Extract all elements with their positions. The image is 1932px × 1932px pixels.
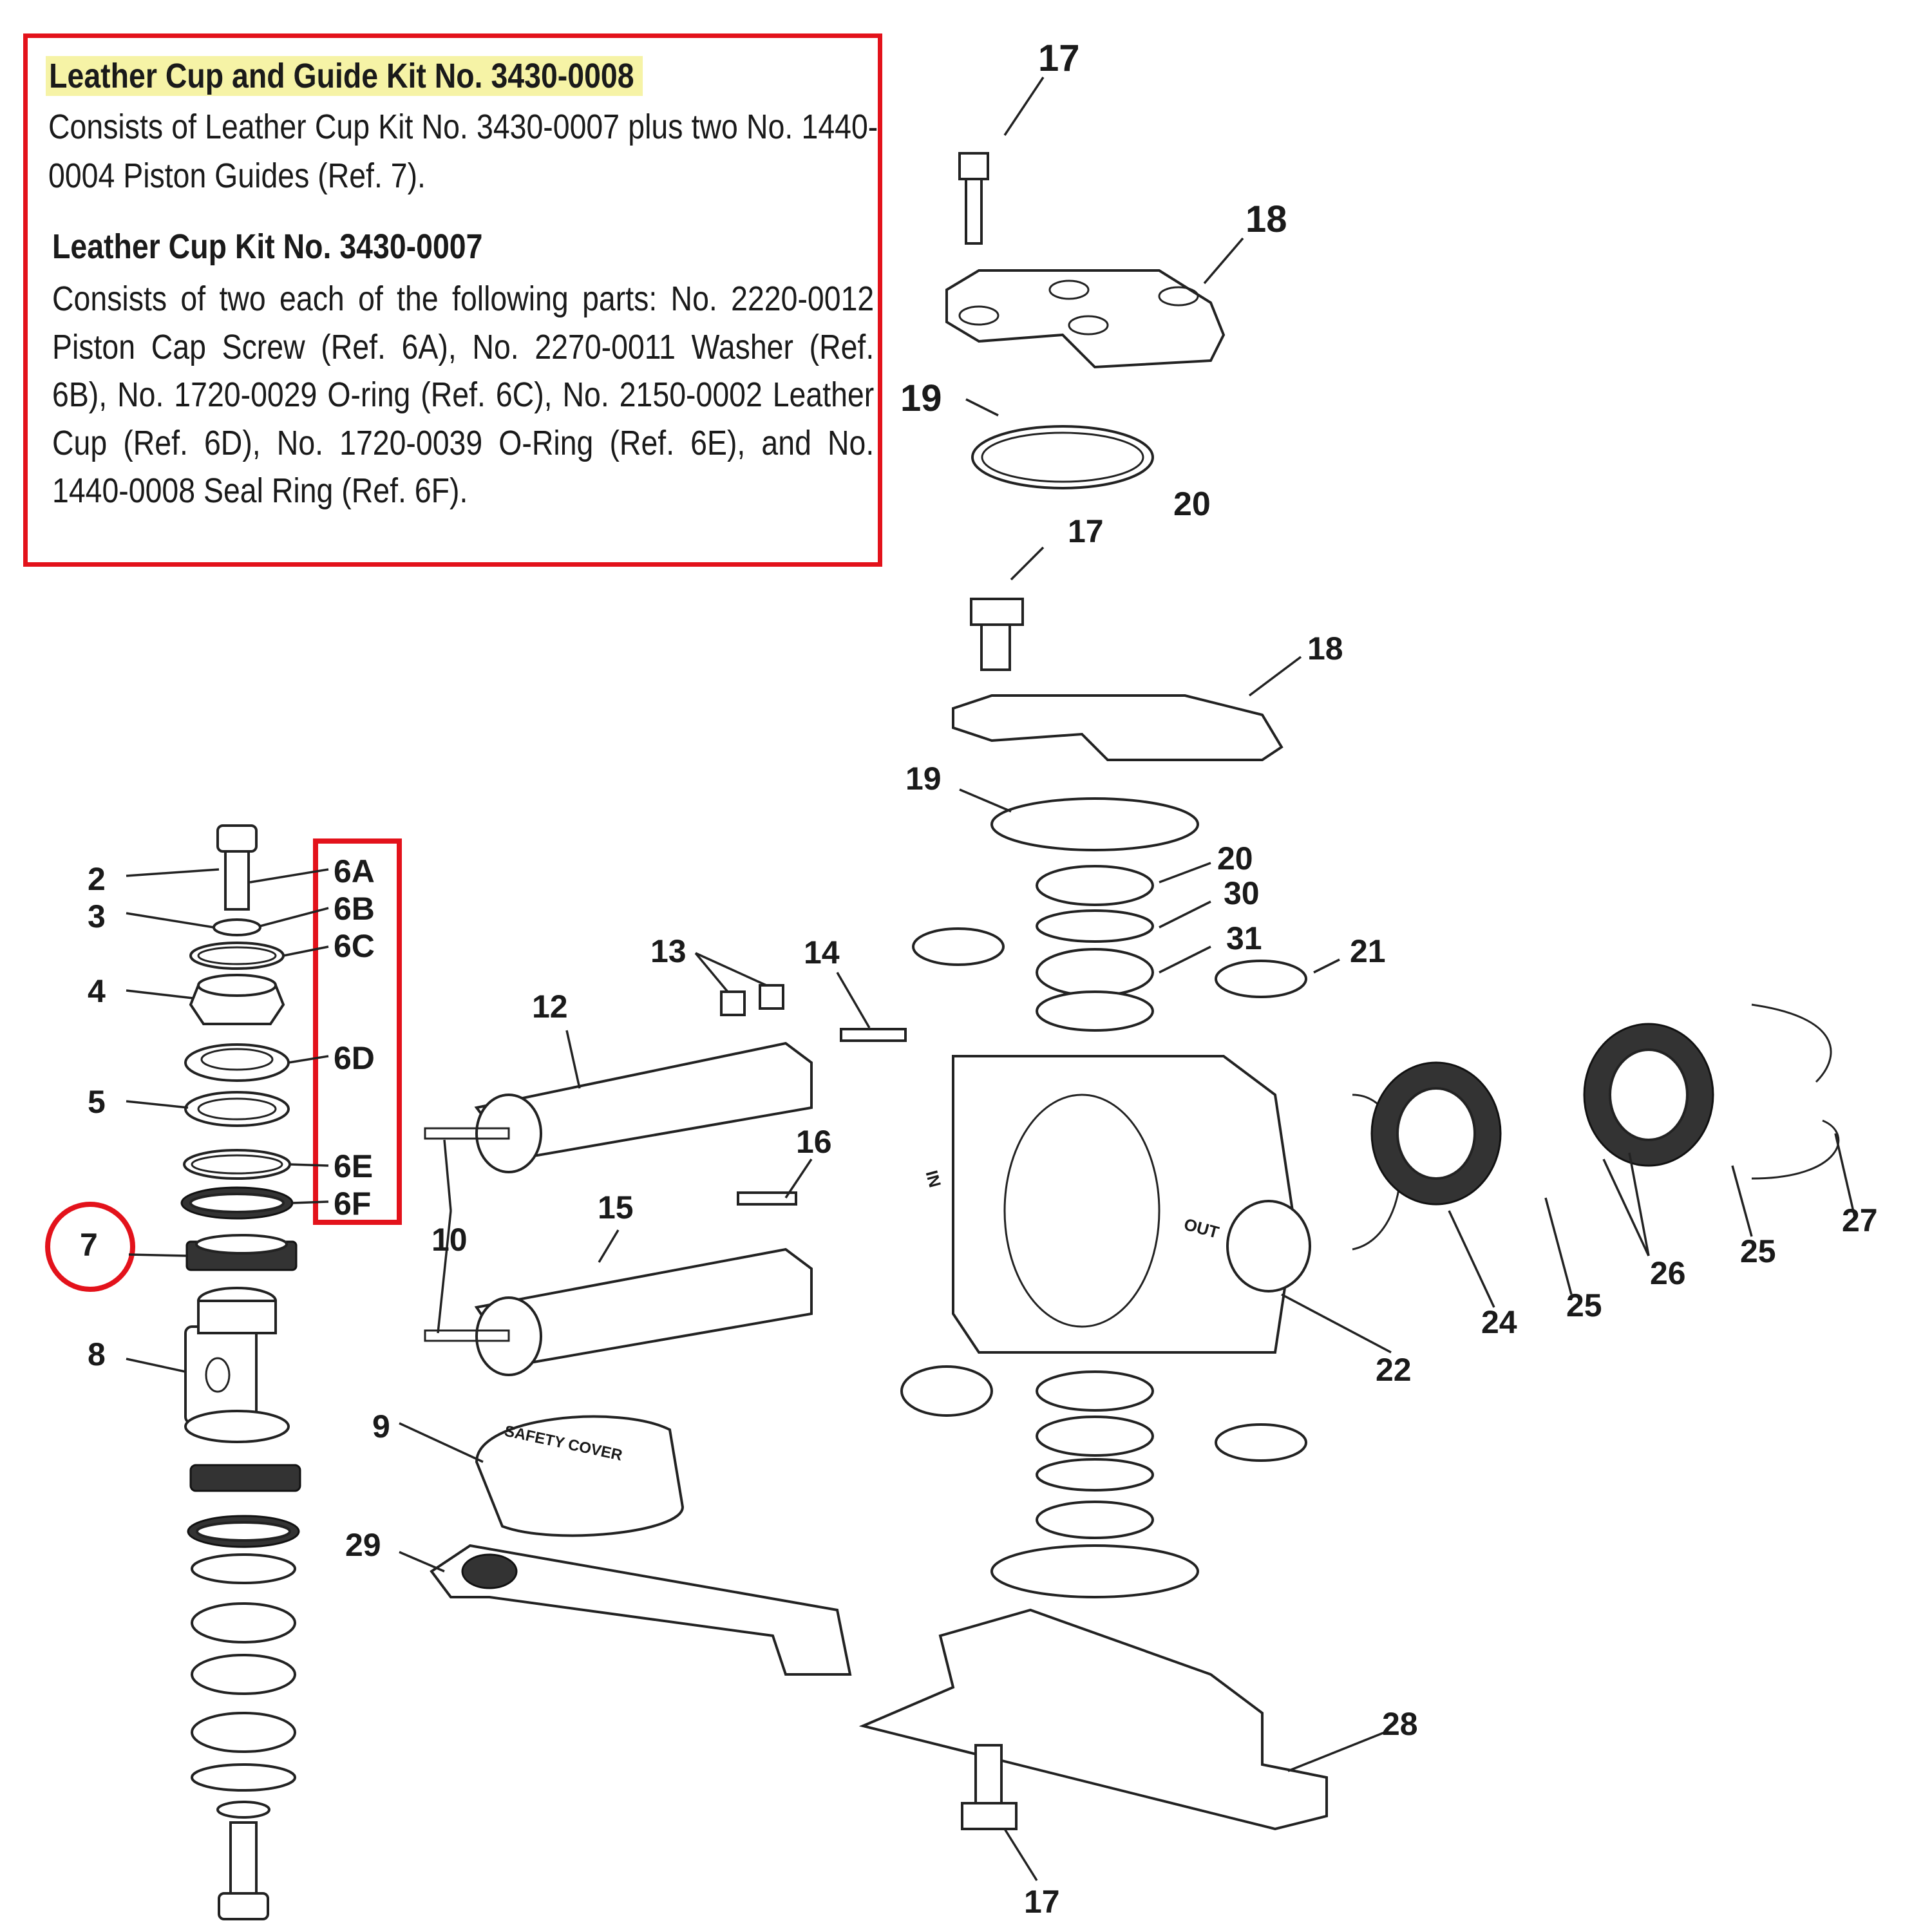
callout-12: 12 [532, 989, 568, 1025]
clip-27 [1751, 1003, 1840, 1180]
callout-19-top: 19 [900, 377, 942, 419]
mounting-bracket [430, 1544, 852, 1676]
safety-cover [475, 1415, 685, 1537]
cylinder-cap-plate [952, 694, 1283, 761]
callout-22: 22 [1376, 1352, 1412, 1388]
callout-30: 30 [1224, 875, 1260, 911]
kit-3430-0007-title: Leather Cup Kit No. 3430-0007 [52, 227, 483, 266]
callout-7: 7 [80, 1227, 98, 1263]
ref-7-highlight-circle [45, 1202, 135, 1292]
callout-13: 13 [650, 933, 687, 969]
kit-description-box: Leather Cup and Guide Kit No. 3430-0008 … [23, 33, 882, 567]
valve-upper-left [912, 927, 1005, 966]
callout-25-b: 25 [1740, 1233, 1776, 1269]
pump-housing-parts [858, 598, 1840, 1831]
kit-parts-highlight-box [313, 838, 402, 1225]
shafts [424, 984, 907, 1676]
piston-body [184, 1091, 290, 1127]
callout-14: 14 [804, 934, 840, 971]
callout-25-a: 25 [1566, 1287, 1602, 1323]
washer [213, 918, 261, 936]
callout-28: 28 [1382, 1706, 1418, 1742]
kit-ref-labels: 6A 6B 6C 6D 6E 6F [334, 853, 375, 1222]
kit-label-6a: 6A [334, 853, 375, 889]
callout-10: 10 [431, 1222, 468, 1258]
callout-29: 29 [345, 1527, 381, 1563]
callout-15: 15 [598, 1189, 634, 1226]
callout-18-top: 18 [1245, 198, 1287, 240]
callout-20-top: 20 [1173, 486, 1211, 523]
port-in-text: IN [922, 1168, 945, 1189]
cap-screw-head [216, 824, 258, 853]
callout-2: 2 [88, 861, 106, 897]
base-plate [858, 1608, 1328, 1831]
key-13a [720, 990, 746, 1016]
callout-17-top: 17 [1038, 37, 1080, 79]
bolt-head [958, 152, 989, 180]
key-13b [759, 984, 784, 1010]
kit-3430-0007-description: Consists of two each of the following pa… [52, 279, 875, 510]
kit-label-6c: 6C [334, 928, 375, 964]
callout-26: 26 [1650, 1255, 1686, 1291]
cap-plate [945, 269, 1226, 369]
callout-labels: 2 3 4 5 7 8 9 10 12 13 14 15 16 17 17 17… [80, 37, 1878, 1920]
callout-21: 21 [1350, 933, 1386, 969]
kit-label-6f: 6F [334, 1186, 371, 1222]
kit-3430-0008-description: Consists of Leather Cup Kit No. 3430-000… [48, 108, 878, 195]
piston-stack-parts [180, 824, 301, 1920]
callout-24: 24 [1481, 1304, 1517, 1340]
o-ring [971, 425, 1154, 489]
callout-9: 9 [372, 1408, 390, 1444]
kit-label-6d: 6D [334, 1040, 375, 1076]
leader-lines [126, 546, 1856, 1881]
callout-27: 27 [1842, 1202, 1878, 1238]
valve-21 [1215, 960, 1307, 998]
callout-17-mid: 17 [1068, 513, 1104, 549]
callout-4: 4 [88, 973, 106, 1009]
callout-5: 5 [88, 1084, 106, 1120]
callout-18-mid: 18 [1307, 630, 1343, 667]
callout-16: 16 [796, 1124, 832, 1160]
callout-8: 8 [88, 1336, 106, 1372]
callout-20-mid: 20 [1217, 840, 1253, 876]
kit-3430-0008-title: Leather Cup and Guide Kit No. 3430-0008 [46, 56, 643, 96]
cap-screw-shank [224, 850, 250, 911]
callout-17-bot: 17 [1024, 1884, 1060, 1920]
key-16 [737, 1191, 797, 1206]
top-inset-parts [945, 77, 1244, 489]
callout-31: 31 [1226, 920, 1262, 956]
key-14 [840, 1028, 907, 1042]
callout-3: 3 [88, 898, 106, 934]
kit-label-6e: 6E [334, 1148, 373, 1184]
bolt-shank [965, 178, 983, 245]
kit-label-6b: 6B [334, 891, 375, 927]
cylinder-o-ring [990, 797, 1199, 851]
callout-19-mid: 19 [905, 761, 942, 797]
connecting-block [184, 1325, 258, 1425]
